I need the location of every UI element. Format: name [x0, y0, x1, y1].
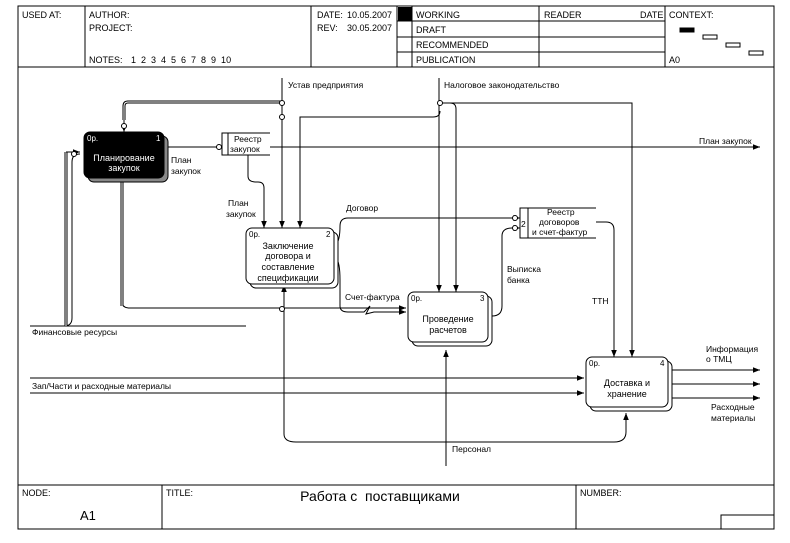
store2-line3: и счет-фактур — [532, 227, 588, 237]
box1-line2: закупок — [108, 163, 140, 173]
title-label: TITLE: — [166, 488, 193, 498]
project-label: PROJECT: — [89, 23, 133, 33]
label-info-line2: о ТМЦ — [706, 354, 732, 364]
store2-line2: договоров — [539, 217, 580, 227]
number-label: NUMBER: — [580, 488, 622, 498]
status-draft: DRAFT — [416, 25, 446, 35]
label-plan-out: План закупок — [699, 136, 752, 146]
status-recommended: RECOMMENDED — [416, 40, 489, 50]
activity-box-4[interactable]: 0p. 4 Доставка и хранение — [585, 356, 673, 412]
rev-value: 30.05.2007 — [347, 23, 392, 33]
label-plan1-line1: План — [171, 155, 192, 165]
activity-box-1[interactable]: 0p. 1 Планирование закупок — [83, 131, 169, 183]
date-label: DATE: — [317, 10, 343, 20]
rev-label: REV: — [317, 23, 338, 33]
tunnel-marks — [71, 100, 518, 312]
status-publication: PUBLICATION — [416, 55, 475, 65]
activity-box-2[interactable]: 0p. 2 Заключение договора и составление … — [245, 227, 339, 289]
store1-line1: Реестр — [234, 134, 262, 144]
label-tax-law: Налоговое законодательство — [444, 80, 560, 90]
label-consumables-line1: Расходные — [711, 402, 755, 412]
context-label: CONTEXT: — [669, 10, 714, 20]
store1-line2: закупок — [230, 144, 260, 154]
box2-line2: договора и — [265, 251, 311, 261]
box2-line1: Заключение — [263, 241, 314, 251]
reader-label: READER — [544, 10, 582, 20]
label-charter: Устав предприятия — [288, 80, 364, 90]
box4-line2: хранение — [607, 389, 647, 399]
reader-date-label: DATE — [640, 10, 663, 20]
store-registry-contracts: 2 Реестр договоров и счет-фактур — [519, 207, 596, 239]
box1-ref: 0p. — [87, 134, 98, 143]
footer-frame — [17, 484, 775, 530]
context-node: A0 — [669, 55, 680, 65]
working-marker — [398, 7, 412, 21]
used-at-label: USED AT: — [22, 10, 61, 20]
label-plan2-line2: закупок — [226, 209, 256, 219]
box3-line1: Проведение — [422, 314, 473, 324]
title-value: Работа с поставщиками — [300, 488, 460, 504]
notes-label: NOTES: — [89, 55, 123, 65]
context-thumbnail — [679, 27, 764, 56]
box2-number: 2 — [326, 230, 331, 239]
box4-line1: Доставка и — [604, 378, 650, 388]
node-label: NODE: — [22, 488, 51, 498]
node-value: A1 — [80, 508, 96, 523]
store-registry-purchases: Реестр закупок — [221, 132, 270, 156]
label-plan2-line1: План — [228, 198, 249, 208]
author-label: AUTHOR: — [89, 10, 130, 20]
status-working: WORKING — [416, 10, 460, 20]
label-consumables-line2: материалы — [711, 413, 755, 423]
label-personnel: Персонал — [452, 444, 491, 454]
store2-line1: Реестр — [547, 207, 575, 217]
box1-line1: Планирование — [93, 153, 154, 163]
label-spares: Зап/Части и расходные материалы — [32, 381, 171, 391]
label-bank-line2: банка — [507, 275, 530, 285]
label-contract: Договор — [346, 203, 378, 213]
box4-number: 4 — [660, 359, 665, 368]
label-invoice: Счет-фактура — [345, 292, 400, 302]
label-ttn: ТТН — [592, 296, 609, 306]
box3-ref: 0p. — [411, 294, 422, 303]
box3-line2: расчетов — [429, 325, 467, 335]
box2-line3: составление — [262, 262, 315, 272]
box3-number: 3 — [480, 294, 485, 303]
number-box — [720, 514, 775, 530]
activity-box-3[interactable]: 0p. 3 Проведение расчетов — [407, 291, 493, 347]
label-bank-line1: Выписка — [507, 264, 541, 274]
box2-ref: 0p. — [249, 230, 260, 239]
date-value: 10.05.2007 — [347, 10, 392, 20]
store2-number: 2 — [521, 219, 526, 229]
box1-number: 1 — [156, 134, 161, 143]
bold-arrows-white — [65, 101, 282, 326]
label-info-line1: Информация — [706, 344, 758, 354]
box2-line4: спецификации — [257, 273, 318, 283]
notes-numbers: 1 2 3 4 5 6 7 8 9 10 — [131, 55, 231, 65]
label-finance: Финансовые ресурсы — [32, 327, 117, 337]
box4-ref: 0p. — [589, 359, 600, 368]
diagram-frame — [17, 66, 775, 486]
label-plan1-line2: закупок — [171, 166, 201, 176]
